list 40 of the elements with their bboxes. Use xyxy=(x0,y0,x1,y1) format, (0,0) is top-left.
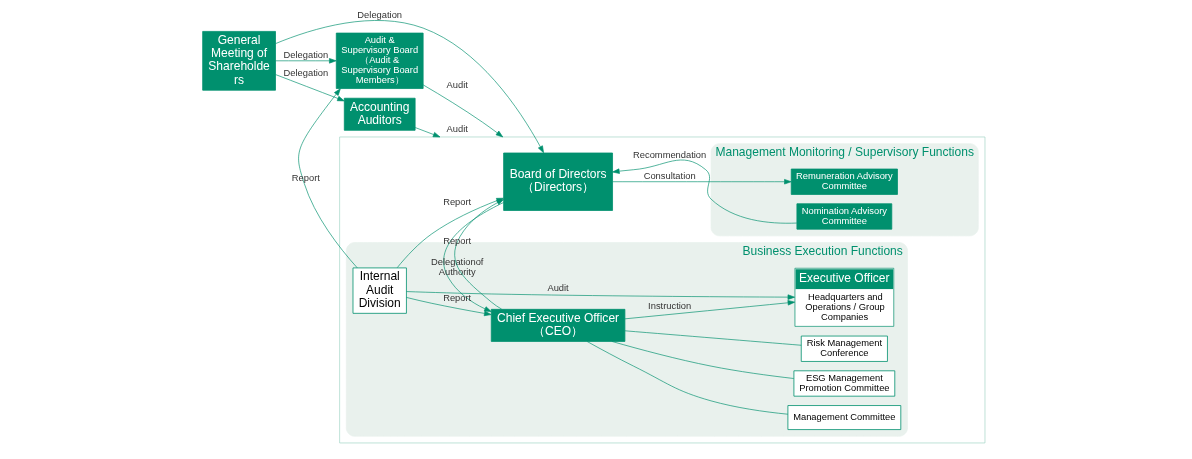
arrow xyxy=(611,159,797,224)
arrow xyxy=(405,297,491,317)
node-box: Internal Audit Division xyxy=(352,267,407,314)
node-box: General Meeting of Shareholders xyxy=(201,31,276,91)
edge-label: Consultation xyxy=(643,171,696,182)
node-box: ESG Management Promotion Committee xyxy=(793,370,895,397)
node-box: Management Committee xyxy=(787,405,901,430)
edge-label: Delegation xyxy=(356,10,402,21)
edge-label: Audit xyxy=(446,123,468,134)
edge-label: Audit xyxy=(546,283,569,294)
edge-label: Delegation xyxy=(283,50,328,61)
arrow xyxy=(274,58,336,64)
arrow xyxy=(442,202,504,312)
node-box: Nomination Advisory Committee xyxy=(796,203,892,230)
edge-label: Report xyxy=(442,197,471,208)
node-box: Board of Directors （Directors） xyxy=(502,152,613,211)
arrow xyxy=(624,300,795,320)
edge-label: Delegationof Authority xyxy=(430,257,483,278)
edge-label: Audit xyxy=(446,80,468,91)
node-box: Remuneration Advisory Committee xyxy=(790,168,898,195)
edge-label: Instruction xyxy=(647,300,691,311)
connector xyxy=(611,341,794,379)
cluster xyxy=(338,136,985,444)
node-box: Chief Executive Officer （CEO） xyxy=(490,308,625,342)
arrow xyxy=(297,88,358,269)
arrow xyxy=(274,74,345,102)
node-box: Risk Management Conference xyxy=(800,335,888,362)
edge-label: Delegation xyxy=(283,67,328,78)
arrow xyxy=(414,127,440,138)
node-box: Audit & Supervisory Board （Audit & Supervisory Board Members） xyxy=(335,32,424,89)
connector xyxy=(586,341,788,415)
arrow xyxy=(405,291,795,300)
edge-label: Recommendation xyxy=(632,149,706,160)
edge-label: Report xyxy=(291,172,320,183)
arrow xyxy=(611,179,791,185)
connector xyxy=(624,330,802,346)
node-box: Accounting Auditors xyxy=(343,97,415,131)
arrow xyxy=(422,84,503,138)
edge-label: Report xyxy=(442,292,471,303)
arrow xyxy=(274,20,544,154)
